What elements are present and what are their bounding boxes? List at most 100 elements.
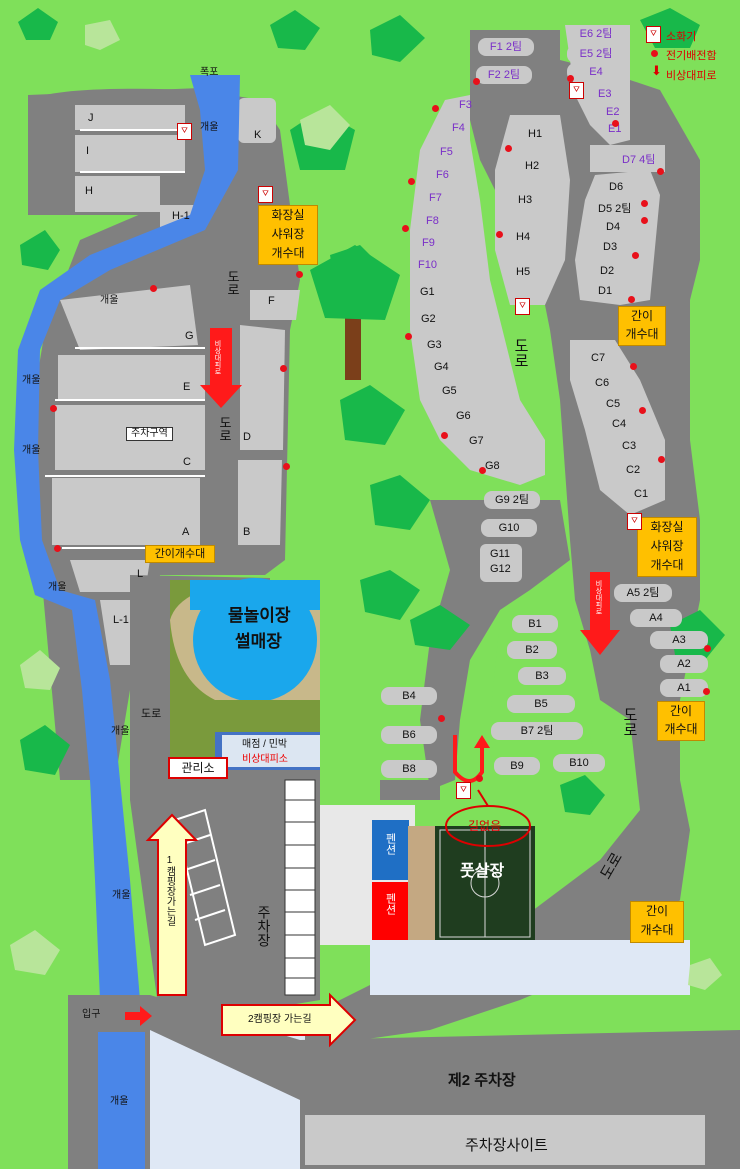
power-box-icon [441, 432, 448, 439]
site-g12[interactable]: G12 [490, 563, 511, 575]
site-h3[interactable]: H3 [518, 194, 533, 206]
site-f3[interactable]: F3 [459, 99, 472, 111]
site-g3[interactable]: G3 [427, 339, 442, 351]
facility-line: 개수대 [650, 558, 684, 572]
site-a2[interactable]: A2 [660, 655, 708, 673]
site-a1[interactable]: A1 [660, 679, 708, 697]
site-f5[interactable]: F5 [440, 146, 453, 158]
site-f2[interactable]: F2 2팀 [476, 66, 532, 84]
site-c7[interactable]: C7 [591, 352, 606, 364]
site-c6[interactable]: C6 [595, 377, 610, 389]
site-a4[interactable]: A4 [630, 609, 682, 627]
site-e6[interactable]: E6 2팀 [567, 25, 625, 43]
power-box-icon [405, 333, 412, 340]
to-camp2-label[interactable]: 2캠핑장 가는길 [248, 1014, 312, 1025]
power-box-legend-icon [651, 50, 658, 57]
site-b9[interactable]: B9 [494, 757, 540, 775]
site-e1[interactable]: E1 [608, 123, 622, 135]
site-d4[interactable]: D4 [606, 221, 621, 233]
site-c5[interactable]: C5 [606, 398, 621, 410]
site-b8[interactable]: B8 [381, 760, 437, 778]
site-f7[interactable]: F7 [429, 192, 442, 204]
site-c3[interactable]: C3 [622, 440, 637, 452]
site-d2[interactable]: D2 [600, 265, 615, 277]
site-f6[interactable]: F6 [436, 169, 449, 181]
facility-line: 간이 [630, 309, 654, 323]
site-g7[interactable]: G7 [469, 435, 484, 447]
site-d3[interactable]: D3 [603, 241, 618, 253]
site-h2[interactable]: H2 [525, 160, 540, 172]
power-box-icon [630, 363, 637, 370]
site-b2[interactable]: B2 [507, 641, 557, 659]
site-a5[interactable]: A5 2팀 [614, 584, 672, 602]
site-b5[interactable]: B5 [507, 695, 575, 713]
toilet-shower-top[interactable]: 화장실 샤워장 개수대 [258, 205, 318, 265]
site-d6[interactable]: D6 [609, 181, 624, 193]
extinguisher-icon: ⛛ [569, 82, 584, 99]
power-box-icon [54, 545, 61, 552]
site-g4[interactable]: G4 [434, 361, 449, 373]
stream-label: 개울 [112, 890, 131, 901]
site-f8[interactable]: F8 [426, 215, 439, 227]
site-c2[interactable]: C2 [626, 464, 641, 476]
futsal-label: 풋살장 [460, 863, 505, 880]
parking2-label: 제2 주차장 [448, 1072, 516, 1089]
site-e4[interactable]: E4 [567, 63, 625, 81]
site-g8[interactable]: G8 [485, 460, 500, 472]
toilet-shower-right[interactable]: 화장실 샤워장 개수대 [637, 517, 697, 577]
site-b6[interactable]: B6 [381, 726, 437, 744]
parking-site-label: 주차장사이트 [465, 1137, 548, 1154]
power-box-icon [479, 467, 486, 474]
power-box-icon [283, 463, 290, 470]
arrow-down-legend-icon: ⬇ [651, 64, 662, 79]
facility-line: 샤워장 [650, 539, 684, 553]
site-b10[interactable]: B10 [553, 754, 605, 772]
site-c1[interactable]: C1 [634, 488, 649, 500]
site-b4[interactable]: B4 [381, 687, 437, 705]
site-g11-g12-block [480, 544, 522, 582]
site-f4[interactable]: F4 [452, 122, 465, 134]
site-g5[interactable]: G5 [442, 385, 457, 397]
office-label[interactable]: 관리소 [168, 757, 228, 779]
site-d5[interactable]: D5 2팀 [598, 203, 632, 215]
zone-j-label: J [88, 112, 94, 124]
road-label: 도로 [216, 416, 231, 442]
site-b1[interactable]: B1 [512, 615, 558, 633]
site-g6[interactable]: G6 [456, 410, 471, 422]
site-e5[interactable]: E5 2팀 [567, 45, 625, 63]
site-g2[interactable]: G2 [421, 313, 436, 325]
site-e2[interactable]: E2 [606, 106, 620, 118]
site-g10[interactable]: G10 [481, 519, 537, 537]
site-f9[interactable]: F9 [422, 237, 435, 249]
power-box-icon [150, 285, 157, 292]
site-f10[interactable]: F10 [418, 259, 437, 271]
mini-sink-a[interactable]: 간이 개수대 [657, 701, 705, 741]
facility-line: 개수대 [664, 722, 698, 736]
mini-sink-left[interactable]: 간이개수대 [145, 545, 215, 563]
to-camp1-label[interactable]: 1캠핑장가는길 [164, 855, 175, 926]
site-d1[interactable]: D1 [598, 285, 613, 297]
mini-sink-bottom[interactable]: 간이 개수대 [630, 901, 684, 943]
site-d7[interactable]: D7 4팀 [622, 154, 656, 166]
site-b3[interactable]: B3 [518, 667, 566, 685]
site-g11[interactable]: G11 [490, 548, 510, 560]
site-g1[interactable]: G1 [420, 286, 435, 298]
site-a3[interactable]: A3 [650, 631, 708, 649]
site-c4[interactable]: C4 [612, 418, 627, 430]
site-h5[interactable]: H5 [516, 266, 531, 278]
power-box-icon [632, 252, 639, 259]
power-box-icon [402, 225, 409, 232]
dead-end-label: 길없음 [468, 819, 502, 833]
site-b7[interactable]: B7 2팀 [491, 722, 583, 740]
site-h4[interactable]: H4 [516, 231, 531, 243]
power-box-icon [438, 715, 445, 722]
entrance-label: 입구 [82, 1009, 101, 1020]
zone-g-label: G [185, 330, 194, 342]
site-e3[interactable]: E3 [598, 88, 612, 100]
site-f1[interactable]: F1 2팀 [478, 38, 534, 56]
site-g9[interactable]: G9 2팀 [484, 491, 540, 509]
facility-line: 간이 [645, 904, 669, 918]
mini-sink-right-top[interactable]: 간이 개수대 [618, 306, 666, 346]
site-h1[interactable]: H1 [528, 128, 543, 140]
facility-line: 샤워장 [271, 227, 305, 241]
